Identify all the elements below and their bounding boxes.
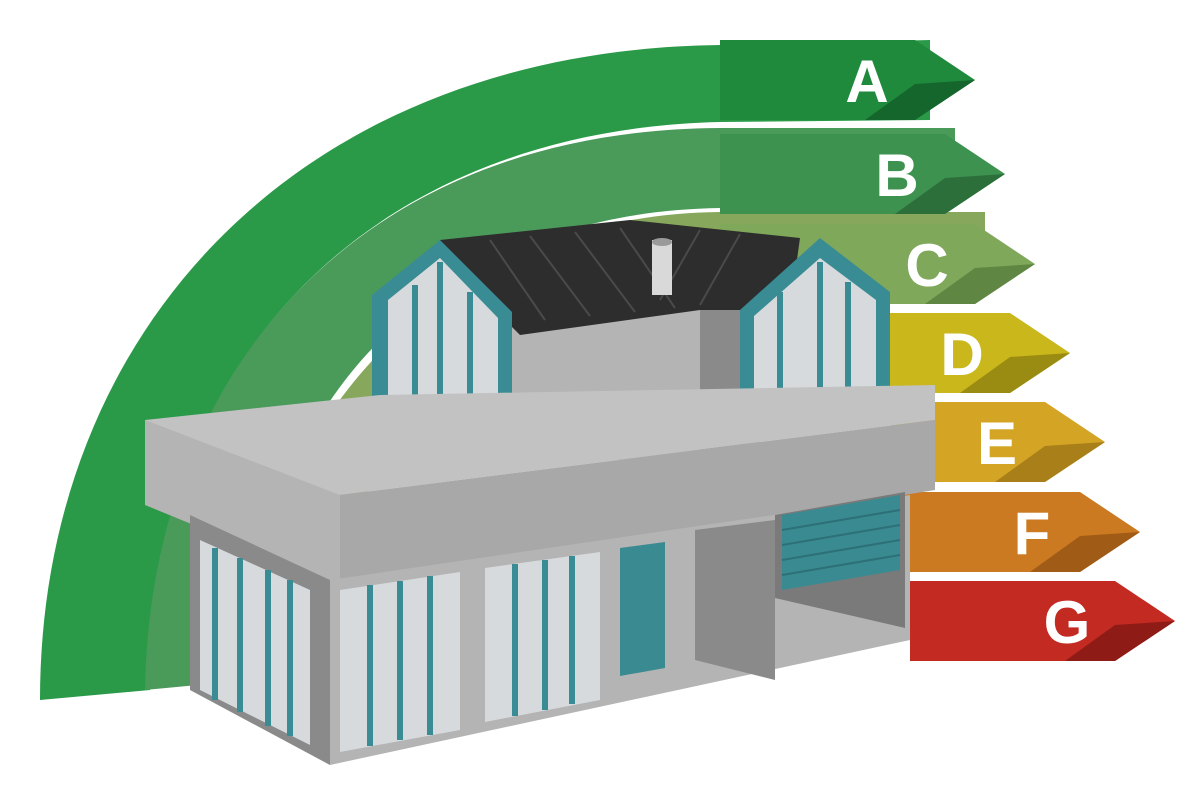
front-door: [620, 542, 665, 676]
front-window-2-frames: [512, 556, 575, 716]
garage-pillar: [695, 520, 775, 680]
energy-class-label: F: [1014, 500, 1051, 567]
energy-class-bar-shade: [1065, 621, 1175, 661]
chimney: [652, 240, 672, 295]
energy-class-label: D: [940, 321, 983, 388]
arc-middle: [145, 128, 955, 690]
terrace-slab-top: [145, 385, 935, 500]
energy-class-bar-body: [910, 581, 1175, 661]
energy-class-bar-shade: [960, 353, 1070, 393]
terrace-slab-face: [340, 420, 935, 585]
energy-class-bar-shade: [1030, 532, 1140, 572]
terrace-slab-front: [145, 420, 340, 585]
garage-door-slats: [781, 509, 901, 576]
energy-class-bar-g: G: [910, 581, 1175, 661]
energy-class-bar-e: E: [890, 402, 1105, 482]
energy-class-bar-shade: [995, 442, 1105, 482]
energy-class-bar-d: D: [890, 313, 1070, 393]
energy-class-bar-a: A: [720, 40, 975, 120]
energy-class-bar-shade: [895, 174, 1005, 214]
energy-class-bar-shade: [865, 80, 975, 120]
left-window-frames: [212, 548, 293, 736]
energy-class-bar-b: B: [720, 134, 1005, 214]
chimney-top: [652, 238, 672, 246]
energy-class-bar-f: F: [900, 492, 1140, 572]
left-window: [200, 540, 310, 745]
energy-class-label: G: [1044, 589, 1091, 656]
energy-class-label: B: [875, 142, 918, 209]
front-window-1-frames: [367, 576, 433, 746]
arc-outer: [40, 40, 930, 700]
house: [145, 220, 935, 765]
roof: [440, 220, 800, 335]
energy-class-label: A: [845, 48, 888, 115]
energy-class-label: E: [977, 410, 1017, 477]
garage-door: [782, 495, 900, 590]
energy-class-bar-shade: [925, 264, 1035, 304]
energy-class-label: C: [905, 232, 948, 299]
